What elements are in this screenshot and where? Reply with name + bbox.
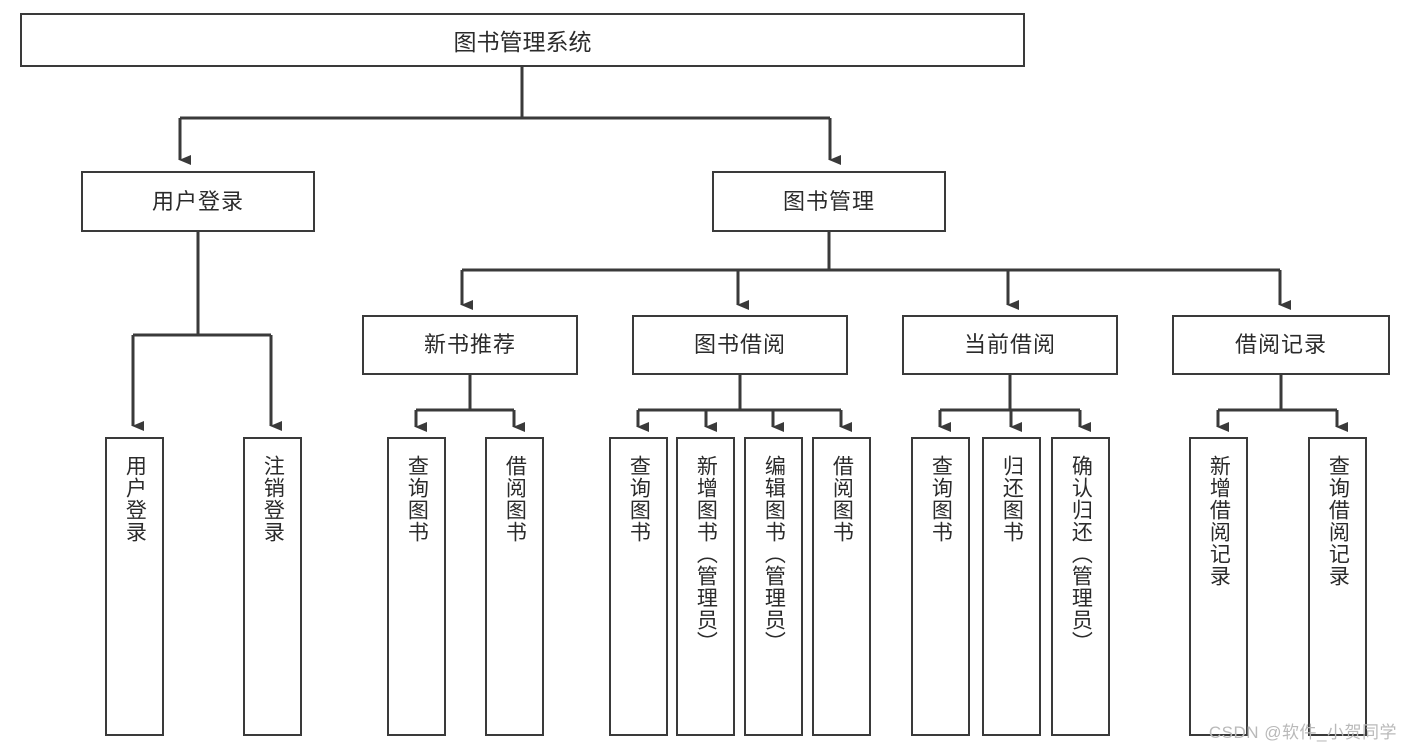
leaf-query-book-borrow[interactable]: 查询图书 <box>609 437 668 736</box>
leaf-borrow-book-recommend[interactable]: 借阅图书 <box>485 437 544 736</box>
node-user-login[interactable]: 用户登录 <box>81 171 315 232</box>
leaf-confirm-return-admin[interactable]: 确认归还（管理员） <box>1051 437 1110 736</box>
leaf-query-borrow-record-label: 查询借阅记录 <box>1326 455 1350 587</box>
leaf-borrow-book[interactable]: 借阅图书 <box>812 437 871 736</box>
node-user-login-label: 用户登录 <box>151 188 244 214</box>
leaf-user-login[interactable]: 用户登录 <box>105 437 164 736</box>
leaf-add-borrow-record[interactable]: 新增借阅记录 <box>1189 437 1248 736</box>
leaf-add-book-admin-label: 新增图书（管理员） <box>694 455 718 653</box>
leaf-user-login-label: 用户登录 <box>123 455 147 543</box>
leaf-query-book-current-label: 查询图书 <box>929 455 953 543</box>
leaf-query-borrow-record[interactable]: 查询借阅记录 <box>1308 437 1367 736</box>
node-book-borrow[interactable]: 图书借阅 <box>632 315 848 375</box>
leaf-query-book-recommend[interactable]: 查询图书 <box>387 437 446 736</box>
node-new-book-recommend-label: 新书推荐 <box>423 332 516 357</box>
node-root-label: 图书管理系统 <box>453 29 592 55</box>
leaf-edit-book-admin-label: 编辑图书（管理员） <box>762 455 786 653</box>
leaf-query-book-current[interactable]: 查询图书 <box>911 437 970 736</box>
node-new-book-recommend[interactable]: 新书推荐 <box>362 315 578 375</box>
leaf-edit-book-admin[interactable]: 编辑图书（管理员） <box>744 437 803 736</box>
leaf-borrow-book-label: 借阅图书 <box>830 455 854 543</box>
leaf-query-book-recommend-label: 查询图书 <box>405 455 429 543</box>
leaf-return-book-label: 归还图书 <box>1000 455 1024 543</box>
leaf-logout-login-label: 注销登录 <box>261 455 285 543</box>
leaf-borrow-book-recommend-label: 借阅图书 <box>503 455 527 543</box>
node-book-management[interactable]: 图书管理 <box>712 171 946 232</box>
node-book-management-label: 图书管理 <box>782 188 875 214</box>
leaf-add-borrow-record-label: 新增借阅记录 <box>1207 455 1231 587</box>
leaf-add-book-admin[interactable]: 新增图书（管理员） <box>676 437 735 736</box>
node-book-borrow-label: 图书借阅 <box>693 332 786 357</box>
leaf-return-book[interactable]: 归还图书 <box>982 437 1041 736</box>
leaf-query-book-borrow-label: 查询图书 <box>627 455 651 543</box>
node-current-borrow[interactable]: 当前借阅 <box>902 315 1118 375</box>
node-borrow-record-label: 借阅记录 <box>1234 332 1327 357</box>
node-borrow-record[interactable]: 借阅记录 <box>1172 315 1390 375</box>
leaf-confirm-return-admin-label: 确认归还（管理员） <box>1069 455 1093 653</box>
node-current-borrow-label: 当前借阅 <box>963 332 1056 357</box>
node-root[interactable]: 图书管理系统 <box>20 13 1025 67</box>
leaf-logout-login[interactable]: 注销登录 <box>243 437 302 736</box>
watermark: CSDN @软件_小贺同学 <box>1208 723 1397 742</box>
